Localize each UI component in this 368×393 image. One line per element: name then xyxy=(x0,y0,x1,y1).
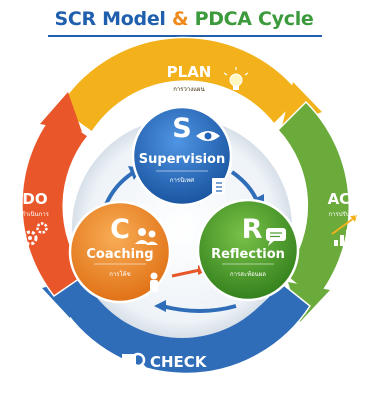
inner-arrow-r-to-c xyxy=(161,304,237,313)
act-sub: การปรับปรุง xyxy=(328,211,360,218)
inner-arrow-r-to-c-head xyxy=(154,300,166,312)
reflection-circle xyxy=(196,198,300,302)
presenter-icon xyxy=(150,272,158,292)
plan-label: PLAN xyxy=(166,63,212,81)
people-icon xyxy=(135,228,158,245)
reflection-letter: R xyxy=(241,214,263,245)
reflection-label: Reflection xyxy=(211,247,285,262)
coaching-letter: C xyxy=(110,214,130,245)
speech-bubble-icon xyxy=(266,228,286,246)
do-sub: ดำเนินการ xyxy=(21,211,49,218)
coaching-circle xyxy=(68,200,172,304)
do-label: DO xyxy=(22,190,48,208)
reflection-sub: การสะท้อนผล xyxy=(230,271,266,278)
title-underline xyxy=(48,35,322,37)
check-sub: การตรวจสอบ xyxy=(150,375,186,382)
coaching-sub: การโค้ช xyxy=(109,271,131,278)
check-label: CHECK xyxy=(150,353,207,371)
act-label: ACT xyxy=(327,190,361,208)
eye-icon xyxy=(196,131,220,141)
inner-arrow-orange xyxy=(171,268,201,278)
supervision-label: Supervision xyxy=(138,152,226,167)
growth-chart-icon xyxy=(331,215,357,246)
title-amp: & xyxy=(171,8,189,30)
coaching-label: Coaching xyxy=(86,247,154,262)
lightbulb-icon xyxy=(223,67,249,90)
title-scr: SCR Model xyxy=(54,8,166,30)
supervision-letter: S xyxy=(172,113,192,144)
diagram-title: SCR Model & PDCA Cycle xyxy=(0,8,368,30)
gears-icon xyxy=(22,222,48,246)
magnifier-icon xyxy=(122,352,149,372)
title-pdca: PDCA Cycle xyxy=(194,8,314,30)
supervision-sub: การนิเทศ xyxy=(169,177,195,184)
do-arrowhead xyxy=(40,92,82,132)
plan-sub: การวางแผน xyxy=(173,86,205,93)
checklist-icon xyxy=(212,178,225,194)
